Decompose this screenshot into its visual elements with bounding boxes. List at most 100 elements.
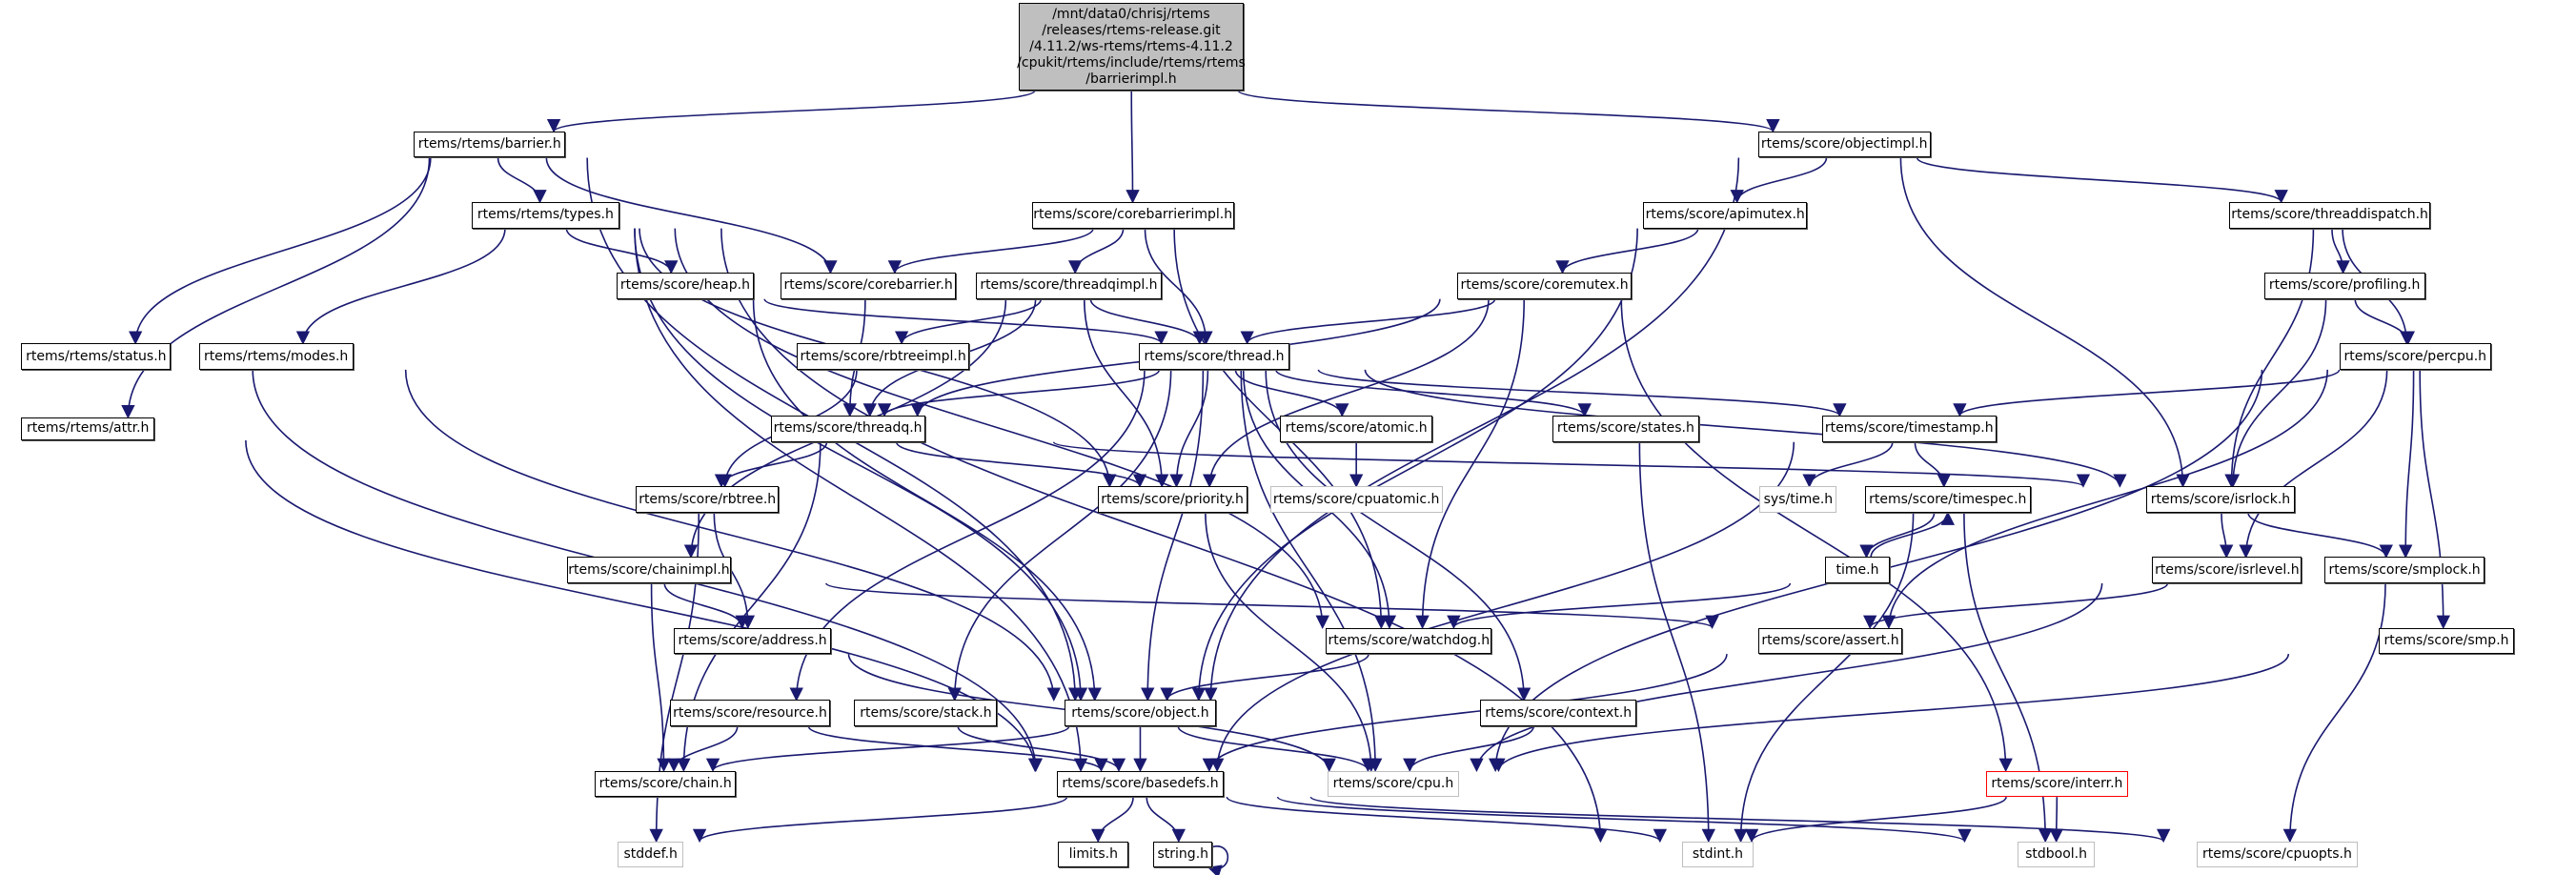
node-threaddispatch[interactable]: rtems/score/threaddispatch.h [2229,202,2430,229]
edge-corebarrierimpl-to-thread [1144,228,1213,345]
node-apimutex[interactable]: rtems/score/apimutex.h [1643,202,1808,229]
edge-objectimpl-to-threaddispatch [1916,156,2288,204]
node-resource[interactable]: rtems/score/resource.h [670,700,830,726]
node-profiling[interactable]: rtems/score/profiling.h [2263,273,2425,299]
node-isrlock[interactable]: rtems/score/isrlock.h [2145,486,2296,513]
edge-percpu-to-smplock [2398,369,2415,559]
node-states[interactable]: rtems/score/states.h [1552,416,1699,442]
edge-types-to-watchdog [674,228,1329,630]
edge-stack-to-basedefs [957,725,1126,772]
node-chain[interactable]: rtems/score/chain.h [595,770,737,798]
edge-heap-to-object [752,298,1102,702]
node-cpuatomic[interactable]: rtems/score/cpuatomic.h [1269,486,1443,513]
node-basedefs[interactable]: rtems/score/basedefs.h [1056,770,1225,798]
node-address[interactable]: rtems/score/address.h [673,627,832,655]
node-stddef[interactable]: stddef.h [618,841,684,868]
edge-coremutex-to-priority [1202,298,1490,488]
edge-thread-to-threadq [877,369,1161,417]
node-chainimpl[interactable]: rtems/score/chainimpl.h [566,557,732,583]
edge-threadq-to-isrlock [1052,441,2090,488]
edge-isrlock-to-isrlevel [2219,512,2234,559]
node-context[interactable]: rtems/score/context.h [1480,700,1637,726]
edge-watchdog-to-object [1160,653,1369,702]
edge-objectimpl-to-isrlock [1899,157,2190,488]
edge-types-to-heap [565,228,679,275]
edge-interr-to-stdbool [2049,797,2063,844]
node-watchdog[interactable]: rtems/score/watchdog.h [1326,627,1492,655]
edge-basedefs-to-stddef [693,796,1068,844]
node-priority[interactable]: rtems/score/priority.h [1097,486,1247,513]
edge-basedefs-to-cpuopts [1309,796,2170,844]
node-timestamp[interactable]: rtems/score/timestamp.h [1821,416,1997,442]
edge-objectimpl-to-apimutex [1730,157,1828,204]
edge-isrlevel-to-assert [1863,582,2169,630]
node-threadqimpl[interactable]: rtems/score/threadqimpl.h [976,273,1162,299]
edge-context-to-cpu [1403,725,1535,772]
node-threadq[interactable]: rtems/score/threadq.h [770,416,925,442]
node-heap[interactable]: rtems/score/heap.h [616,273,755,299]
root-node-barrierimpl: /mnt/data0/chrisj/rtems /releases/rtems-… [1017,3,1246,91]
node-cpuopts[interactable]: rtems/score/cpuopts.h [2196,841,2358,868]
node-stdbool[interactable]: stdbool.h [2018,841,2096,868]
node-stdint[interactable]: stdint.h [1682,841,1754,868]
edge-timespec-to-time [1859,512,1936,559]
edge-timespec-to-stdint [1734,512,1915,844]
root-path-line: /4.11.2/ws-rtems/rtems-4.11.2 [1029,38,1233,54]
node-smplock[interactable]: rtems/score/smplock.h [2324,557,2485,583]
edge-threaddispatch-to-profiling [2331,228,2350,275]
edge-timestamp-to-systime [1802,441,1894,488]
edge-object-to-cpu [1177,725,1375,772]
node-stack[interactable]: rtems/score/stack.h [854,700,998,726]
node-smp[interactable]: rtems/score/smp.h [2379,627,2514,655]
edge-percpu-to-assert [1881,369,2329,630]
edge-profiling-to-percpu [2354,298,2416,345]
edge-heap-to-thread [763,298,1168,345]
edge-basedefs-to-limits [1091,797,1134,844]
node-string[interactable]: string.h [1153,841,1213,868]
node-cpu[interactable]: rtems/score/cpu.h [1327,770,1459,798]
edge-thread-to-isrlock [1364,369,2127,488]
node-object[interactable]: rtems/score/object.h [1065,700,1216,726]
edge-basedefs-to-stdint [1226,796,1667,844]
node-corebarrier[interactable]: rtems/score/corebarrier.h [780,273,957,299]
node-rbtreeimpl[interactable]: rtems/score/rbtreeimpl.h [797,343,970,370]
edge-root-to-objectimpl [1237,90,1780,133]
node-systime[interactable]: sys/time.h [1759,486,1837,513]
edge-resource-to-chain [666,725,739,772]
node-percpu[interactable]: rtems/score/percpu.h [2339,343,2491,370]
node-modes[interactable]: rtems/rtems/modes.h [198,343,354,370]
node-objectimpl[interactable]: rtems/score/objectimpl.h [1757,131,1931,158]
node-isrlevel[interactable]: rtems/score/isrlevel.h [2152,557,2302,583]
edge-corebarrierimpl-to-watchdog [1173,228,1389,630]
node-time[interactable]: time.h [1825,557,1890,583]
edge-isrlevel-to-cpu [1470,583,2103,772]
node-corebarrierimpl[interactable]: rtems/score/corebarrierimpl.h [1031,202,1234,229]
node-barrier[interactable]: rtems/rtems/barrier.h [414,131,566,158]
edge-thread-to-timestamp [1317,369,1847,417]
root-path-line: /releases/rtems-release.git [1042,22,1221,38]
node-coremutex[interactable]: rtems/score/coremutex.h [1457,273,1632,299]
node-timespec[interactable]: rtems/score/timespec.h [1864,486,2031,513]
edge-chainimpl-to-assert [825,582,1719,630]
edge-time-to-watchdog [1447,582,1792,630]
node-atomic[interactable]: rtems/score/atomic.h [1279,416,1433,442]
node-assert[interactable]: rtems/score/assert.h [1757,627,1903,655]
node-limits[interactable]: limits.h [1058,841,1129,868]
edge-barrier-to-attr [121,157,431,419]
node-thread[interactable]: rtems/score/thread.h [1138,343,1290,370]
node-interr[interactable]: rtems/score/interr.h [1986,770,2128,798]
edge-smp-to-cpu [1491,654,2290,772]
node-attr[interactable]: rtems/rtems/attr.h [21,417,155,441]
edge-thread-to-states [1275,369,1592,417]
edge-thread-to-atomic [1234,369,1349,417]
edge-thread-to-priority [1169,369,1209,488]
node-status[interactable]: rtems/rtems/status.h [21,343,172,370]
node-types[interactable]: rtems/rtems/types.h [471,202,619,229]
edge-resource-to-basedefs [807,725,1108,772]
node-rbtree[interactable]: rtems/score/rbtree.h [636,486,780,513]
edge-threadqimpl-to-thread [1089,298,1207,345]
edge-basedefs-to-string [1146,797,1186,844]
edge-coremutex-to-watchdog [1415,298,1526,630]
edge-threaddispatch-to-isrlock [2224,228,2315,488]
